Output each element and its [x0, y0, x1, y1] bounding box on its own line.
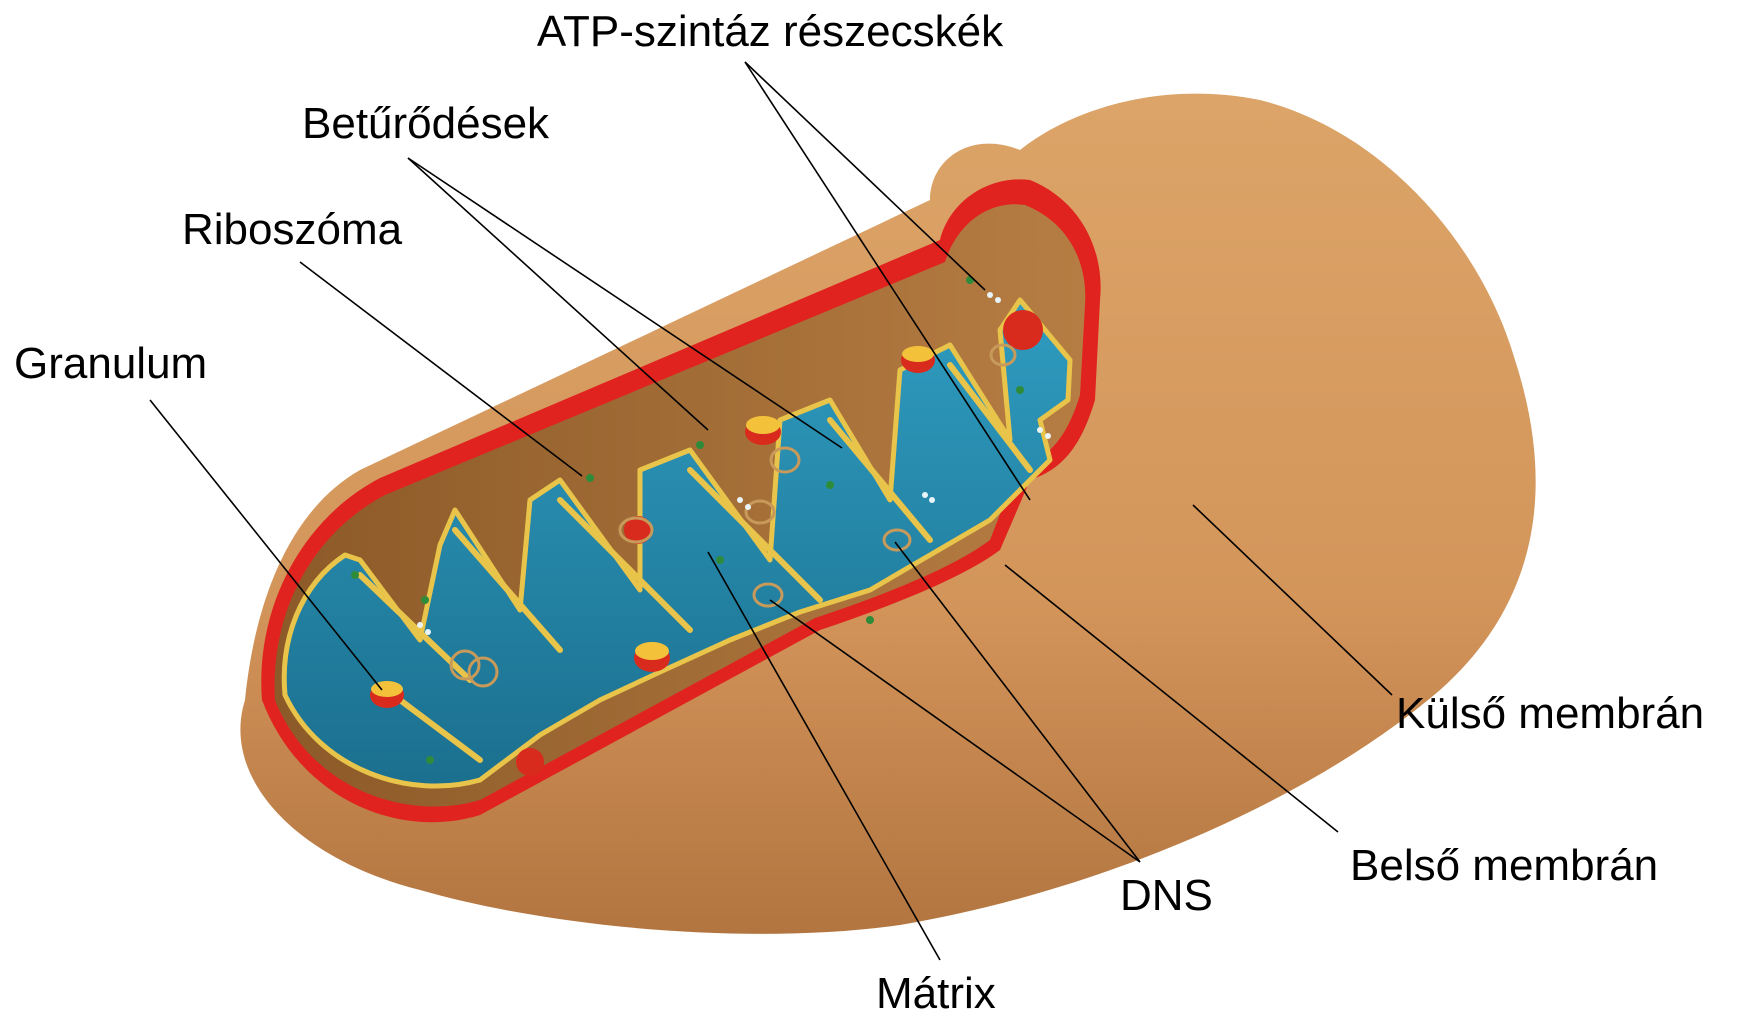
granule	[746, 416, 780, 434]
label-granule: Granulum	[14, 339, 207, 388]
label-dna: DNS	[1120, 871, 1213, 920]
granule	[902, 346, 934, 362]
label-cristae: Betűrődések	[302, 99, 550, 148]
label-matrix: Mátrix	[876, 969, 996, 1018]
label-ribosome: Riboszóma	[182, 205, 403, 254]
label-atp-synthase: ATP-szintáz részecskék	[537, 7, 1004, 56]
label-inner-membrane: Belső membrán	[1350, 841, 1658, 890]
granule	[635, 642, 669, 660]
granule	[516, 748, 544, 776]
granule	[1003, 310, 1043, 350]
label-outer-membrane: Külső membrán	[1396, 689, 1704, 738]
